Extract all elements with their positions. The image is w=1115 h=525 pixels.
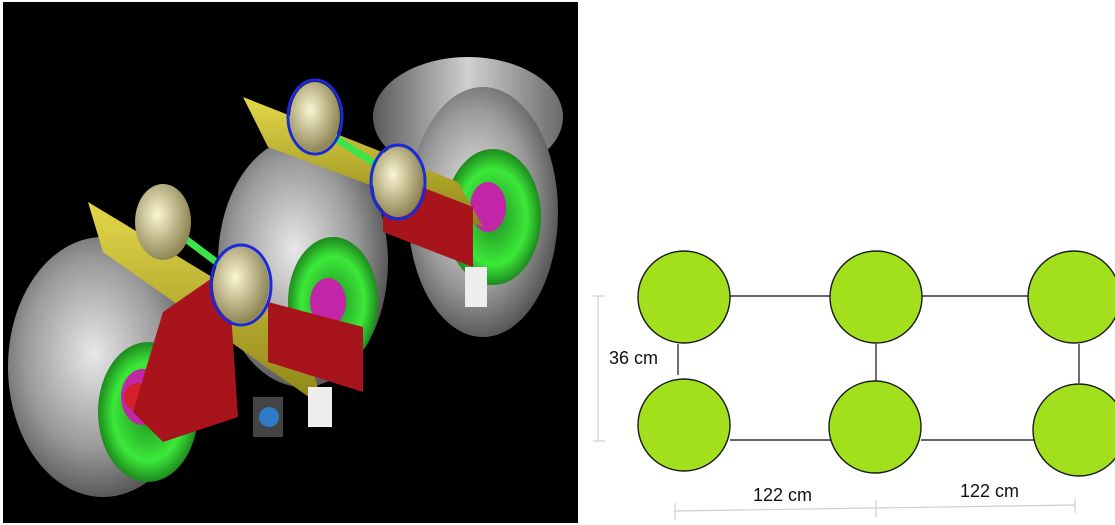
rear-air-spring-1 xyxy=(290,82,340,152)
wheel-layout-diagram: 36 cm 122 cm 122 cm xyxy=(585,0,1115,525)
rear-bracket xyxy=(465,267,487,307)
horizontal-dimension-left-label: 122 cm xyxy=(753,485,812,505)
axle-assembly-render xyxy=(3,2,578,523)
link-lines xyxy=(677,295,1080,441)
vertical-dimension-label: 36 cm xyxy=(609,348,658,368)
front-hanger-left xyxy=(133,267,238,442)
front-bracket xyxy=(308,387,332,427)
rear-air-spring-2 xyxy=(373,147,423,217)
axle-render-svg xyxy=(8,57,563,497)
vertical-dimension xyxy=(593,295,605,442)
rear-left-hub xyxy=(310,278,346,326)
wheel-bottom-left xyxy=(637,378,731,472)
rear-right-hub xyxy=(470,182,506,232)
front-hanger-right xyxy=(268,302,363,392)
wheel-top-left xyxy=(637,250,731,344)
wheel-top-middle xyxy=(829,250,923,344)
horizontal-dimension-right-label: 122 cm xyxy=(960,481,1019,501)
wheel-top-right xyxy=(1027,250,1115,344)
wheels xyxy=(637,250,1115,477)
wheel-layout-svg: 36 cm 122 cm 122 cm xyxy=(593,250,1115,520)
valve-knob xyxy=(259,407,279,427)
front-air-spring-1 xyxy=(135,184,191,260)
wheel-bottom-middle xyxy=(828,380,922,474)
rear-axle-group xyxy=(218,57,563,387)
wheel-bottom-right xyxy=(1032,383,1115,477)
front-axle-group xyxy=(8,184,363,497)
horizontal-dimension xyxy=(674,498,1076,520)
front-air-spring-2 xyxy=(213,247,269,323)
